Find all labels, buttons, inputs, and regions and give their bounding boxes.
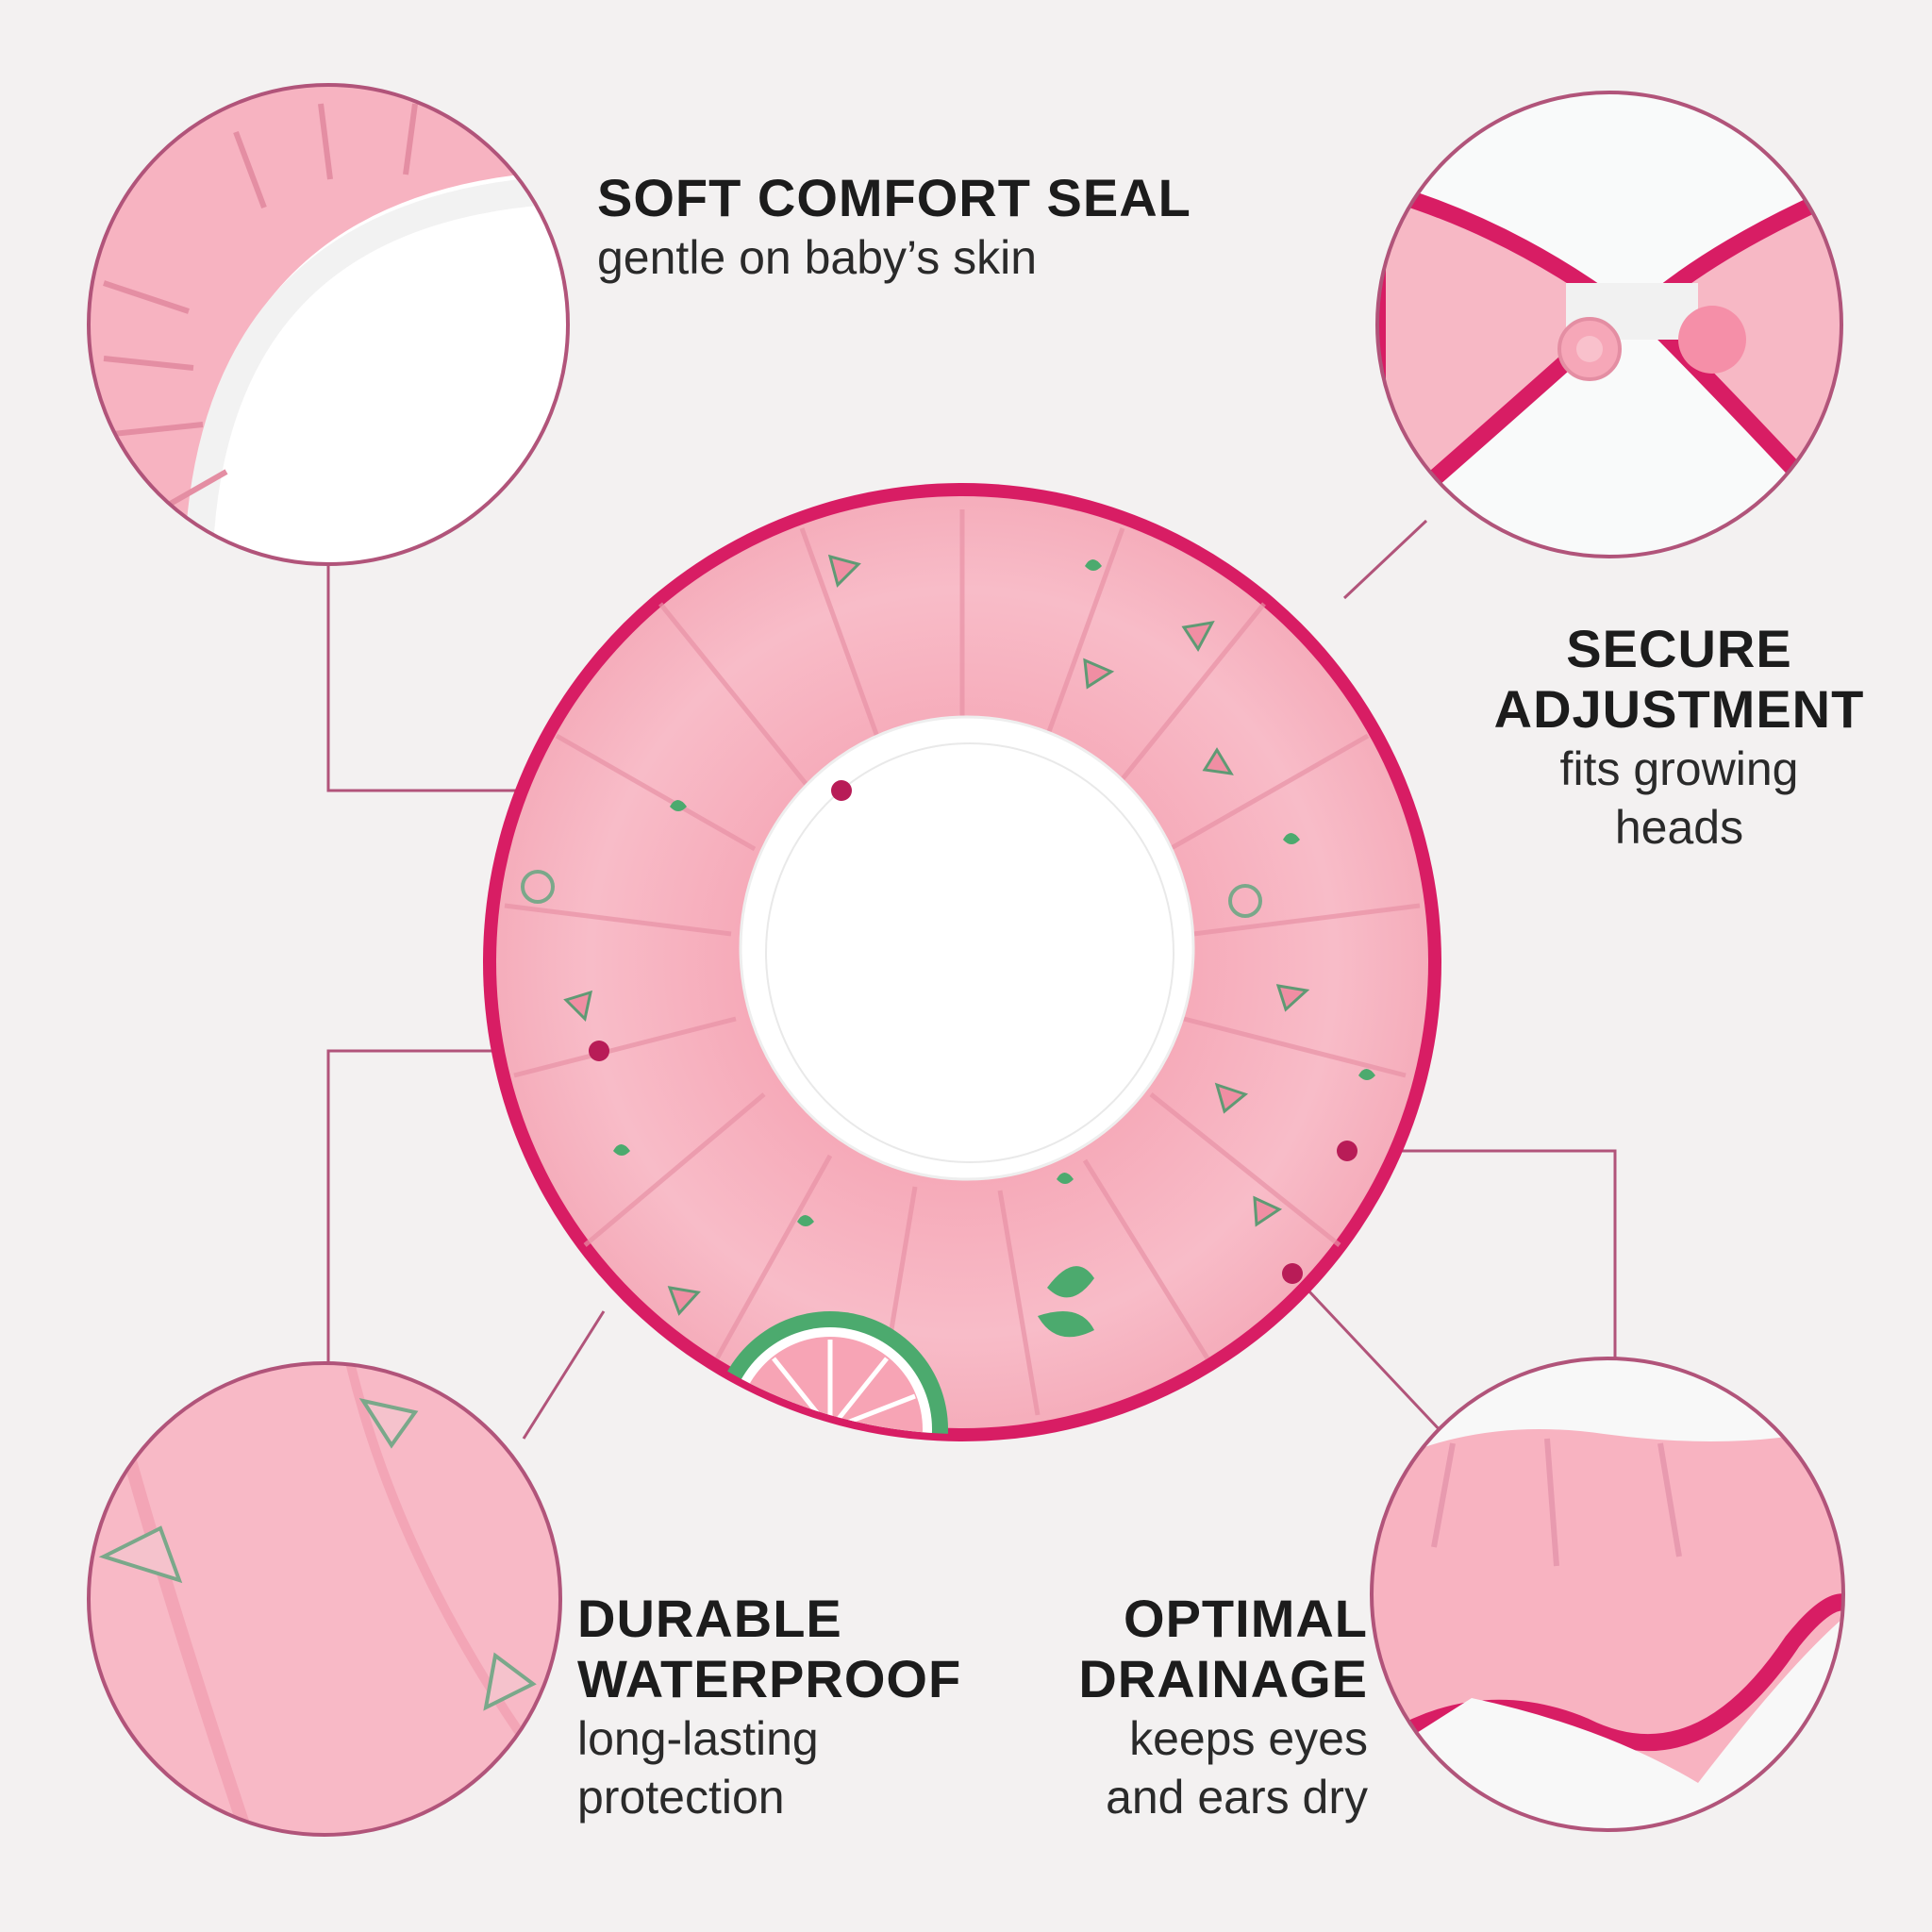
detail-circle-drainage bbox=[1370, 1357, 1845, 1832]
feature-durable-waterproof: DURABLE WATERPROOF long-lasting protecti… bbox=[577, 1589, 961, 1826]
feature-title: SECURE ADJUSTMENT bbox=[1493, 619, 1865, 739]
fruit-pattern bbox=[521, 554, 1375, 1316]
leader-line-drain-2 bbox=[1291, 1272, 1445, 1436]
feature-secure-adjustment: SECURE ADJUSTMENT fits growing heads bbox=[1472, 619, 1887, 857]
callout-dot-seal bbox=[831, 780, 852, 801]
snap-button-right bbox=[1678, 306, 1746, 374]
feature-title: DURABLE WATERPROOF bbox=[577, 1589, 962, 1708]
leader-line-secure bbox=[1342, 519, 1428, 600]
shower-cap-ring bbox=[483, 483, 1441, 1441]
feature-description: fits growing heads bbox=[1559, 742, 1799, 854]
feature-title: SOFT COMFORT SEAL bbox=[597, 168, 1191, 227]
callout-dot-drain bbox=[1337, 1141, 1357, 1161]
feature-title: OPTIMAL DRAINAGE bbox=[1078, 1589, 1368, 1708]
leader-line-drain bbox=[1347, 1149, 1617, 1358]
feature-soft-comfort-seal: SOFT COMFORT SEAL gentle on baby’s skin bbox=[597, 168, 1191, 287]
detail-circle-secure bbox=[1375, 91, 1843, 558]
feature-description: gentle on baby’s skin bbox=[597, 231, 1038, 284]
feature-optimal-drainage: OPTIMAL DRAINAGE keeps eyes and ears dry bbox=[962, 1589, 1368, 1826]
detail-circle-durable bbox=[87, 1361, 562, 1837]
detail-circle-seal bbox=[87, 83, 570, 566]
leader-line-durable-2 bbox=[522, 1310, 606, 1440]
callout-dot-durable bbox=[589, 1041, 609, 1061]
callout-dot-drain-2 bbox=[1282, 1263, 1303, 1284]
feature-description: keeps eyes and ears dry bbox=[1106, 1712, 1368, 1824]
feature-description: long-lasting protection bbox=[577, 1712, 819, 1824]
callout-dots bbox=[589, 780, 1357, 1284]
